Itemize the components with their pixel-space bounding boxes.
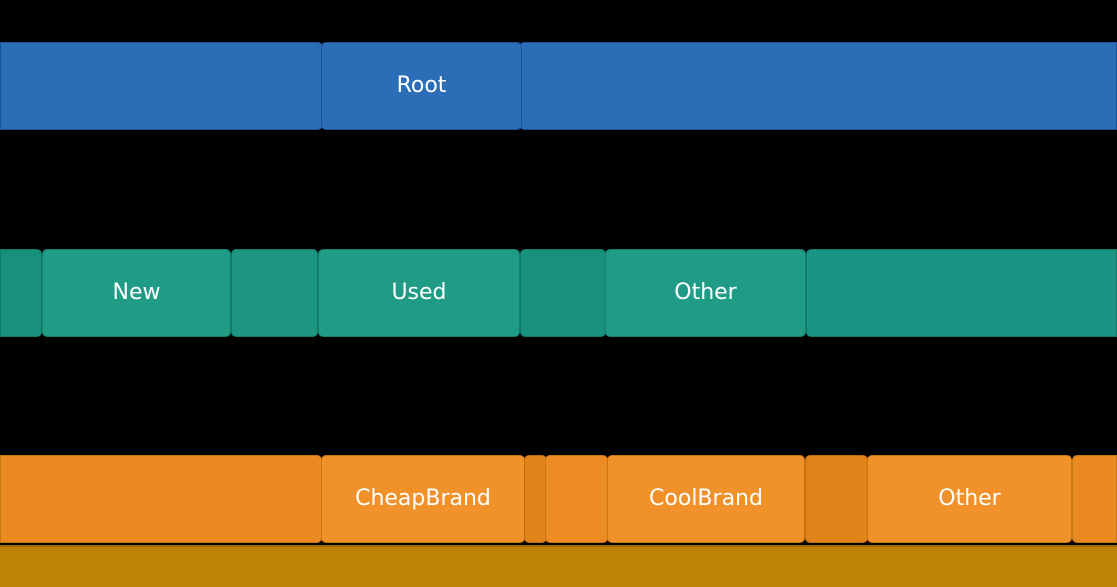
chart-node-coolbrand-l3: CoolBrand xyxy=(607,455,805,543)
chart-level-2-condition: New Used Other xyxy=(0,249,1117,337)
chart-node-label: Other xyxy=(938,486,1001,511)
chart-node-other-l2: Other xyxy=(605,249,806,337)
chart-node xyxy=(805,455,868,543)
chart-node xyxy=(0,455,322,543)
chart-level-1-root: Root xyxy=(0,42,1117,130)
chart-node-root-l1: Root xyxy=(321,42,522,130)
chart-node-label: CoolBrand xyxy=(649,486,763,511)
chart-node xyxy=(545,455,608,543)
chart-node xyxy=(231,249,318,337)
chart-node xyxy=(0,249,42,337)
chart-node xyxy=(806,249,1117,337)
chart-node xyxy=(0,545,1117,587)
chart-node-label: CheapBrand xyxy=(355,486,491,511)
chart-node-used-l2: Used xyxy=(318,249,520,337)
chart-node-label: Other xyxy=(674,280,737,305)
chart-level-4-cutoff xyxy=(0,545,1117,587)
chart-level-3-brand: CheapBrand CoolBrand Other xyxy=(0,455,1117,543)
chart-node-label: New xyxy=(112,280,161,305)
chart-node xyxy=(524,455,547,543)
chart-node xyxy=(520,249,606,337)
chart-node-label: Used xyxy=(391,280,447,305)
chart-node-new-l2: New xyxy=(42,249,231,337)
chart-node xyxy=(519,42,1117,130)
chart-node-cheapbrand-l3: CheapBrand xyxy=(321,455,525,543)
chart-node xyxy=(1072,455,1117,543)
chart-node-other-l3: Other xyxy=(867,455,1072,543)
chart-node-label: Root xyxy=(396,73,447,98)
chart-node xyxy=(0,42,323,130)
